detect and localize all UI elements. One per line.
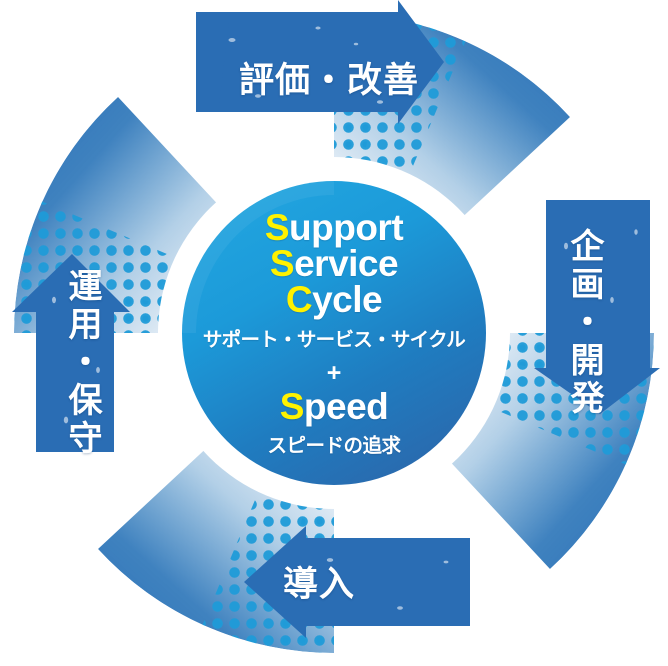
arrow-implement <box>244 526 470 638</box>
center-circle <box>182 181 486 485</box>
step-label-implement: 導入 <box>283 565 356 604</box>
center-circle-sheen <box>182 181 334 333</box>
arrow-evaluate <box>196 0 444 124</box>
arrow-planning <box>534 200 660 414</box>
step-label-operate: 運用・保守 <box>63 268 101 458</box>
step-label-planning: 企画・開発 <box>565 228 603 418</box>
step-label-evaluate: 評価・改善 <box>239 61 420 100</box>
sparkle-flecks <box>52 26 638 610</box>
arrow-operate <box>12 254 130 452</box>
